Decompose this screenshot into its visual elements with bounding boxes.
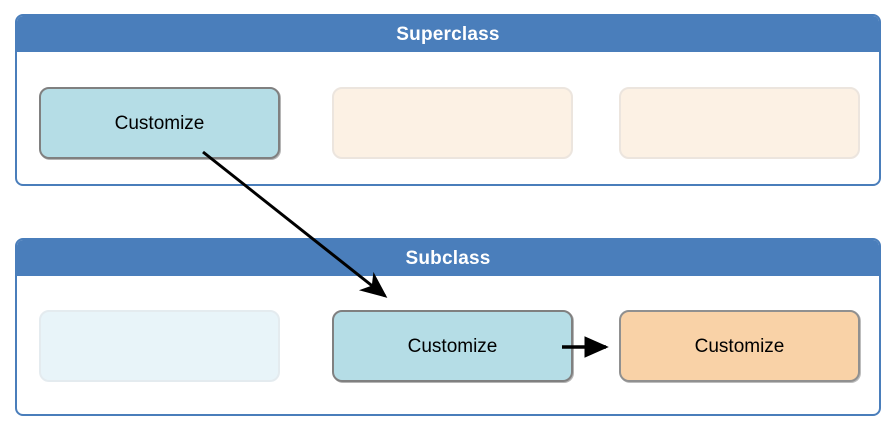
subclass-member-row: Customize Customize bbox=[17, 276, 879, 414]
superclass-member-empty-2[interactable] bbox=[619, 87, 860, 159]
subclass-member-customize-overridden-label: Customize bbox=[694, 335, 785, 357]
superclass-member-customize[interactable]: Customize bbox=[39, 87, 280, 159]
superclass-member-customize-label: Customize bbox=[114, 112, 205, 134]
subclass-group[interactable]: Subclass Customize Customize bbox=[15, 238, 881, 416]
subclass-header: Subclass bbox=[17, 240, 879, 276]
superclass-member-empty-1[interactable] bbox=[332, 87, 573, 159]
subclass-member-inherited-empty[interactable] bbox=[39, 310, 280, 382]
superclass-header: Superclass bbox=[17, 16, 879, 52]
superclass-title: Superclass bbox=[396, 23, 500, 45]
subclass-member-customize-overridden[interactable]: Customize bbox=[619, 310, 860, 382]
superclass-member-row: Customize bbox=[17, 52, 879, 184]
superclass-group[interactable]: Superclass Customize bbox=[15, 14, 881, 186]
subclass-title: Subclass bbox=[405, 247, 491, 269]
subclass-member-customize-inherited[interactable]: Customize bbox=[332, 310, 573, 382]
subclass-member-customize-inherited-label: Customize bbox=[407, 335, 498, 357]
